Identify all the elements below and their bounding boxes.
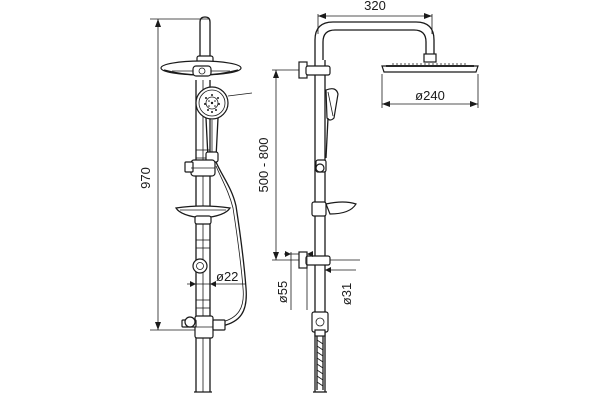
diverter-front [181,315,226,339]
diverter-side [311,311,329,337]
hose-side [316,336,324,390]
rain-head-front [160,55,242,77]
arm-dimension: 320 [317,0,433,34]
soap-dish-front [175,205,231,225]
hand-shower-side [315,88,339,173]
bracket-diameter-dimension: ø55 [275,251,313,310]
hose-front [215,161,247,327]
bar-diameter-label: ø31 [339,283,354,305]
riser-arm-side [313,21,435,393]
rain-head-side: ø240 [381,53,479,108]
slide-range-dimension: 500 - 800 [256,70,299,261]
head-diameter-label: ø240 [415,88,445,103]
bracket-diameter-label: ø55 [275,281,290,303]
height-dimension: 970 [138,18,210,331]
upper-bracket-side [272,61,331,79]
wall-bracket-front: ø22 [187,258,245,287]
pipe-diameter-label: ø22 [216,269,238,284]
slider-bracket-front [184,159,216,177]
slide-range-label: 500 - 800 [256,138,271,193]
bar-diameter-dimension: ø31 [314,267,356,312]
side-view: 320 ø240 [256,0,479,393]
soap-dish-side [311,201,357,217]
hand-shower-front [195,86,253,163]
lower-bracket-side [298,251,360,269]
arm-length-label: 320 [364,0,386,13]
front-view: 970 [138,16,253,393]
height-label: 970 [138,167,153,189]
